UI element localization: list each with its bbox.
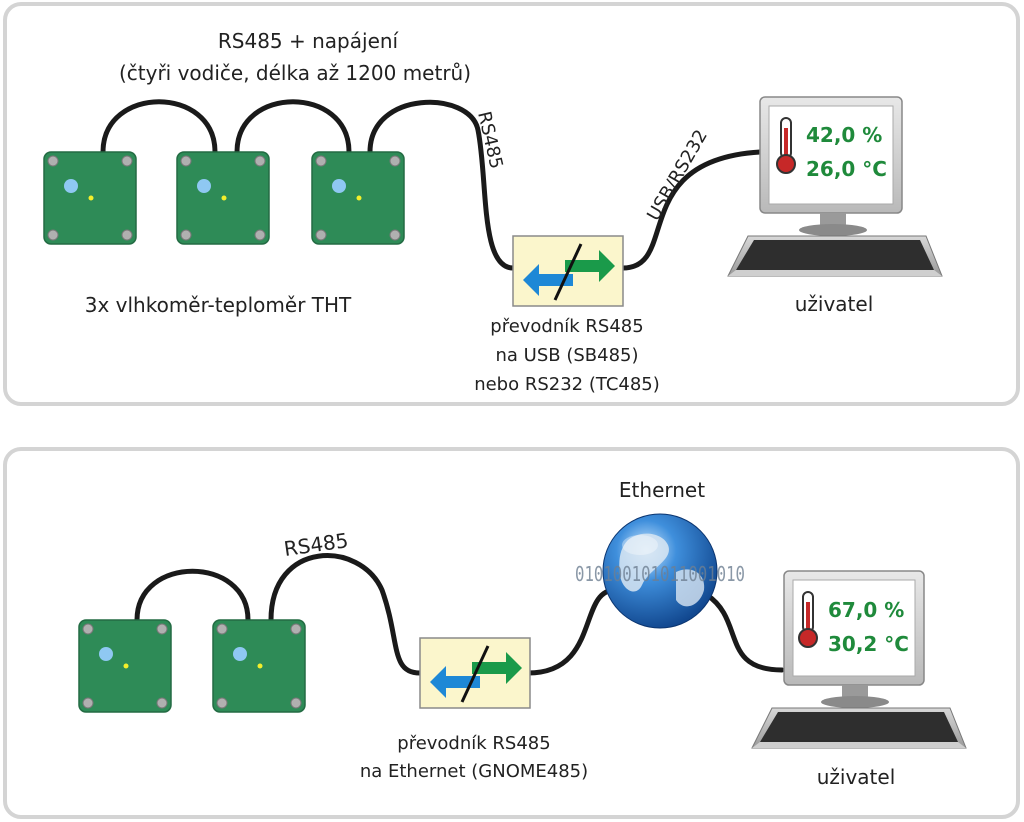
converter-label-line1: převodník RS485: [490, 316, 643, 337]
screen-temperature: 26,0 °C: [806, 157, 887, 181]
cables-top: [100, 99, 763, 271]
sensor-board-icon: [212, 619, 306, 713]
computer-icon: [727, 96, 943, 277]
globe-binary-text: 010100101011001010: [575, 562, 745, 586]
network-label: Ethernet: [619, 478, 705, 502]
bus-title-line2: (čtyři vodiče, délka až 1200 metrů): [119, 61, 471, 85]
user-label: uživatel: [795, 292, 874, 316]
converter-label-line2: na Ethernet (GNOME485): [360, 761, 588, 782]
sensor-board-icon: [311, 151, 405, 245]
user-label: uživatel: [817, 765, 896, 789]
converter-label-line1: převodník RS485: [397, 733, 550, 754]
computer-icon: [751, 570, 967, 749]
screen-humidity: 67,0 %: [828, 598, 904, 622]
screen-temperature: 30,2 °C: [828, 632, 909, 656]
converter-icon: [418, 636, 532, 710]
sensors-label: 3x vlhkoměr-teploměr THT: [85, 293, 352, 317]
sensor-board-icon: [176, 151, 270, 245]
cables-bottom: [134, 553, 785, 676]
converter-label-line3: nebo RS232 (TC485): [474, 374, 660, 395]
screen-humidity: 42,0 %: [806, 123, 882, 147]
bus-title-line1: RS485 + napájení: [218, 29, 400, 53]
sensor-board-icon: [78, 619, 172, 713]
globe-icon: 010100101011001010: [575, 513, 745, 629]
converter-label-line2: na USB (SB485): [495, 345, 638, 366]
converter-icon: [511, 234, 625, 308]
sensor-board-icon: [43, 151, 137, 245]
